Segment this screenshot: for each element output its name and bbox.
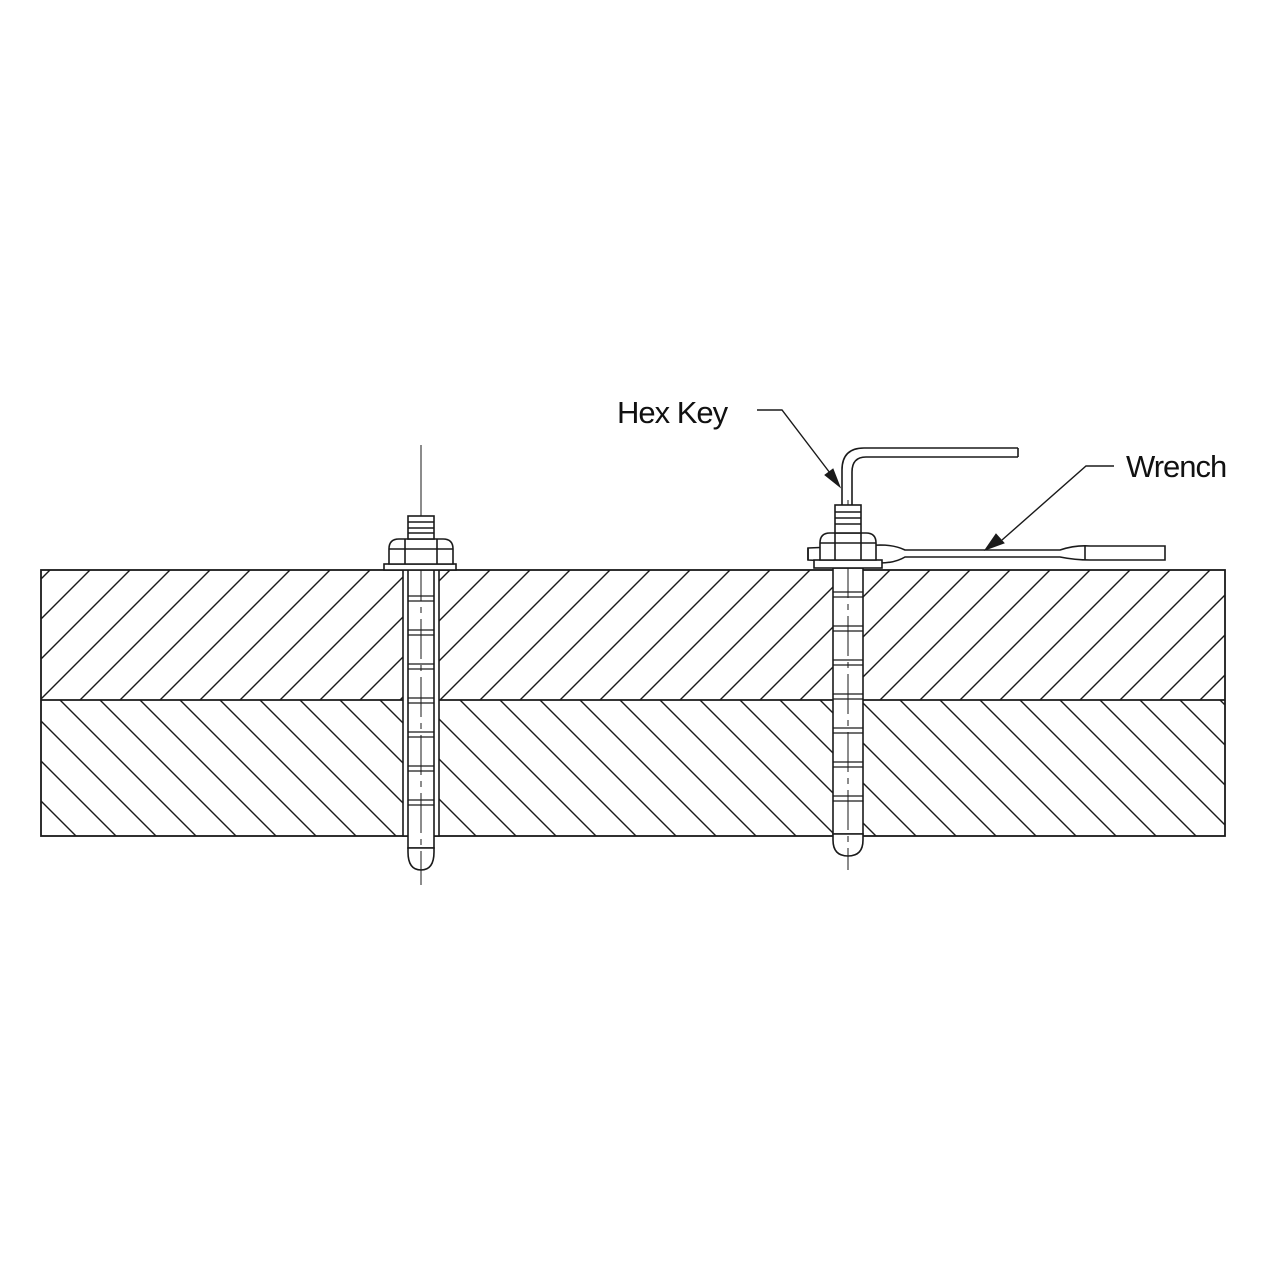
hatch-line: [139, 700, 277, 836]
hatch-line: [959, 570, 1091, 700]
hatch-line: [719, 570, 851, 700]
hatch-line: [519, 570, 651, 700]
hex-nut: [388, 538, 454, 565]
hatch-line: [659, 700, 797, 836]
hatch-line: [1099, 700, 1225, 826]
hatch-line: [41, 720, 157, 836]
hatch-line: [159, 570, 291, 700]
hatch-line: [379, 700, 517, 836]
hatch-line: [879, 570, 1011, 700]
upper-layer-hatch: [0, 570, 1280, 700]
hatch-line: [1019, 700, 1157, 836]
leader-wrench: [1001, 465, 1114, 541]
anchor-with-tools: [807, 447, 1166, 870]
label-wrench: Wrench: [1126, 449, 1226, 484]
anchor-body: [407, 445, 435, 885]
hatch-line: [1260, 700, 1280, 836]
callout-hex-key: Hex Key: [617, 395, 842, 489]
hatch-line: [1219, 700, 1225, 706]
hatch-line: [41, 570, 171, 700]
hatch-line: [279, 570, 411, 700]
arrowhead-wrench: [983, 533, 1005, 552]
hatch-line: [439, 570, 571, 700]
slab: [0, 569, 1280, 837]
wrench: [807, 544, 1166, 564]
hatch-line: [41, 570, 131, 660]
hex-key: [841, 447, 1019, 505]
hatch-line: [199, 570, 331, 700]
hatch-line: [699, 700, 837, 836]
hatch-line: [1139, 700, 1225, 786]
hatch-line: [539, 700, 677, 836]
hatch-line: [41, 760, 117, 836]
rod-stub: [407, 515, 435, 540]
hatch-line: [239, 570, 371, 700]
hatch-line: [41, 570, 51, 580]
hatch-line: [41, 800, 77, 836]
label-hex-key: Hex Key: [617, 395, 729, 430]
hatch-line: [899, 700, 1037, 836]
rod-stub: [834, 504, 862, 534]
anchor-body: [832, 500, 864, 870]
hatch-line: [479, 570, 611, 700]
hatch-line: [1179, 700, 1225, 746]
hatch-line: [1199, 674, 1225, 700]
hatch-line: [1119, 594, 1225, 700]
hatch-line: [559, 570, 691, 700]
hatch-line: [59, 700, 197, 836]
hatch-line: [419, 700, 557, 836]
anchor-installed: [383, 445, 457, 885]
hatch-line: [999, 570, 1131, 700]
hatch-line: [0, 570, 10, 700]
hatch-line: [759, 570, 891, 700]
slab-outline: [40, 569, 1226, 837]
hatch-line: [979, 700, 1117, 836]
arrowhead-hex-key: [824, 468, 842, 489]
hatch-line: [1039, 570, 1171, 700]
hatch-line: [619, 700, 757, 836]
hatch-line: [259, 700, 397, 836]
hatch-line: [0, 700, 36, 836]
hatch-line: [99, 700, 237, 836]
hatch-line: [79, 570, 211, 700]
hatch-line: [599, 570, 731, 700]
lower-layer-hatch: [0, 700, 1280, 836]
hatch-line: [639, 570, 771, 700]
washer: [383, 563, 457, 571]
hatch-line: [1079, 570, 1211, 700]
hex-nut: [819, 532, 877, 561]
hatch-line: [499, 700, 637, 836]
hatch-line: [1059, 700, 1197, 836]
hatch-line: [919, 570, 1051, 700]
hatch-line: [1159, 634, 1225, 700]
hatch-line: [459, 700, 597, 836]
hatch-line: [119, 570, 251, 700]
hatch-line: [679, 570, 811, 700]
hatch-line: [219, 700, 357, 836]
hatch-line: [41, 570, 91, 620]
hatch-line: [939, 700, 1077, 836]
callout-wrench: Wrench: [983, 449, 1227, 552]
hatch-line: [859, 700, 997, 836]
hatch-line: [179, 700, 317, 836]
hatch-line: [1240, 570, 1280, 700]
hatch-line: [799, 570, 931, 700]
washer: [813, 559, 883, 569]
hatch-line: [579, 700, 717, 836]
leader-hex-key: [757, 409, 831, 474]
